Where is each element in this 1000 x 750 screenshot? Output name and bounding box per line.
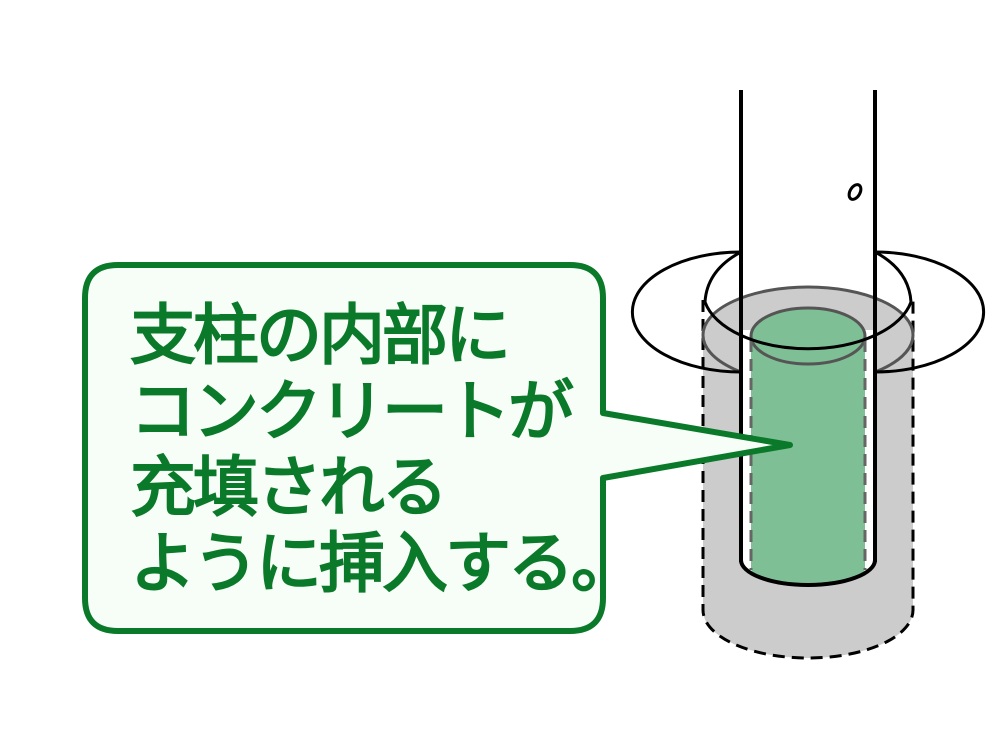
callout-line-4: ように挿入する。 [130, 525, 637, 602]
concrete-fill [749, 306, 867, 586]
callout-line-2: コンクリートが [130, 373, 574, 450]
callout-text: 支柱の内部に コンクリートが 充填される ように挿入する。 [130, 297, 637, 602]
callout-bubble [82, 262, 793, 634]
pole [630, 90, 986, 587]
callout-line-1: 支柱の内部に [130, 297, 511, 374]
callout-line-3: 充填される [130, 449, 448, 526]
pole-hole-icon [847, 183, 863, 201]
